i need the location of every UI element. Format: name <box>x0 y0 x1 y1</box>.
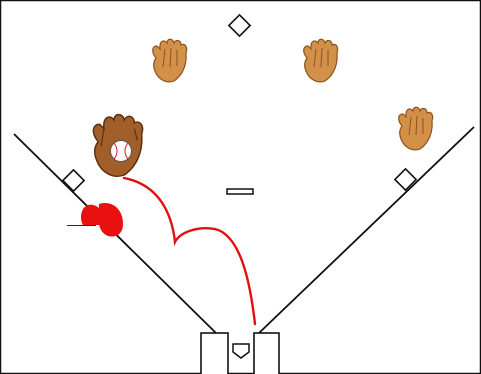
home-plate <box>233 344 249 358</box>
right-fielder-glove-icon <box>399 107 433 150</box>
second-base <box>229 15 250 36</box>
center-fielder-glove-icon <box>304 39 338 82</box>
third-base <box>63 170 84 191</box>
batters-box-right <box>254 333 279 374</box>
batting-helmet-icon <box>67 203 123 236</box>
first-base <box>395 169 416 190</box>
batters-box-left <box>201 333 228 374</box>
left-fielder-glove-icon <box>153 39 187 82</box>
hit-trajectory <box>124 178 255 324</box>
baseball-icon <box>111 141 132 162</box>
first-base-foul-line <box>259 127 474 333</box>
pitchers-rubber <box>227 189 253 194</box>
